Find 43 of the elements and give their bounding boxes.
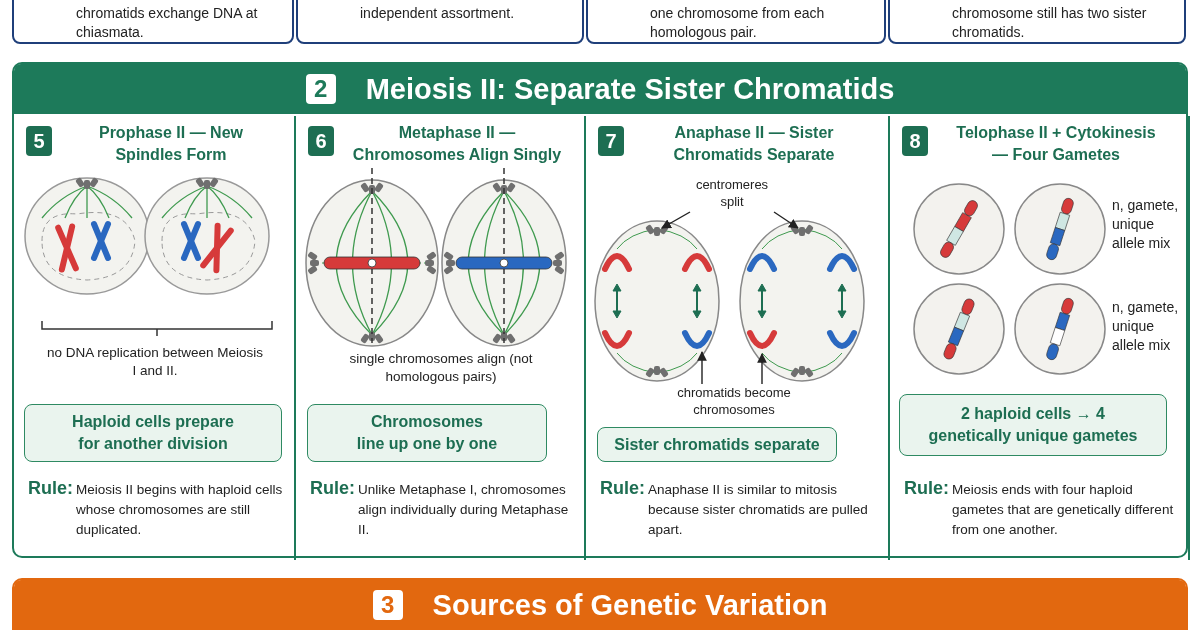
callout-label: chromatids become chromosomes [674, 384, 794, 420]
rule-label: Rule: [600, 478, 645, 499]
section-number: 3 [372, 590, 403, 620]
rule-text: Anaphase II is similar to mitosis because sister chromatids are pulled apart. [648, 481, 869, 539]
note-text: n, gamete, unique allele mix [1112, 196, 1180, 253]
rule-text: Meiosis ends with four haploid gametes that are genetically different from one another. [952, 481, 1175, 539]
section-title: Sources of Genetic Variation [432, 588, 828, 622]
summary-box: Sister chromatids separate [597, 427, 837, 462]
note-text: n, gamete, unique allele mix [1112, 298, 1180, 355]
leader-line [661, 211, 691, 229]
note-text: single chromosomes align (not homologous pairs) [348, 350, 534, 386]
note-text: no DNA replication between Meiosis I and II. [45, 344, 265, 380]
rule-label: Rule: [904, 478, 949, 499]
stage-title: Prophase II — New Spindles Form [97, 123, 244, 165]
card-text: one chromosome from each homologous pair. [650, 4, 826, 42]
section-title: Meiosis II: Separate Sister Chromatids [365, 72, 895, 106]
card-text: chromatids exchange DNA at chiasmata. [76, 4, 259, 42]
stage-title: Telophase II + Cytokinesis — Four Gametes [955, 123, 1157, 165]
callout-label: centromeres split [690, 176, 774, 212]
rule-text: Meiosis II begins with haploid cells whose chromosomes are still duplicated. [76, 481, 284, 539]
rule-text: Unlike Metaphase I, chromosomes align individually during Metaphase II. [358, 481, 570, 539]
leader-line [757, 353, 767, 385]
info-card [888, 0, 1186, 44]
section-panel [12, 62, 1188, 558]
leader-line [697, 351, 707, 385]
card-text: independent assortment. [360, 4, 516, 23]
rule-label: Rule: [310, 478, 355, 499]
step-number: 7 [598, 126, 624, 156]
info-card [586, 0, 886, 44]
step-number: 5 [26, 126, 52, 156]
section-number: 2 [305, 74, 336, 104]
leader-line [773, 211, 799, 229]
step-number: 8 [902, 126, 928, 156]
info-card [296, 0, 584, 44]
summary-box: Haploid cells prepare for another division [24, 404, 282, 462]
stage-title: Anaphase II — Sister Chromatids Separate [672, 123, 836, 165]
summary-box: 2 haploid cells → 4 genetically unique gametes [899, 394, 1167, 456]
stage-title: Metaphase II — Chromosomes Align Singly [351, 123, 563, 165]
rule-label: Rule: [28, 478, 73, 499]
info-card [12, 0, 294, 44]
summary-box: Chromosomes line up one by one [307, 404, 547, 462]
step-number: 6 [308, 126, 334, 156]
card-text: chromosome still has two sister chromatids. [952, 4, 1148, 42]
